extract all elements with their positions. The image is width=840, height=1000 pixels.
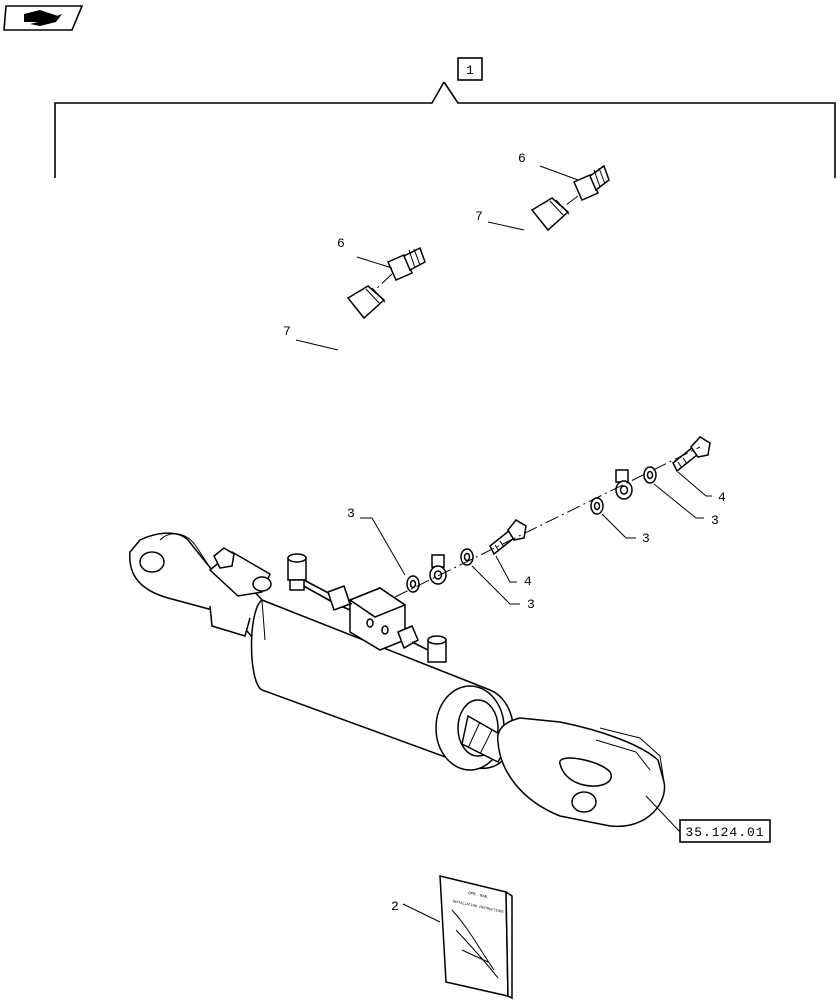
section-navigation-icon[interactable] xyxy=(3,5,84,31)
callout-3-left-a: 3 xyxy=(347,506,355,521)
washer-3-left-b xyxy=(460,548,474,566)
fitting-6-left xyxy=(387,246,426,281)
callout-4-left: 4 xyxy=(524,574,532,589)
callout-3-right-b: 3 xyxy=(711,513,719,528)
callout-6-left: 6 xyxy=(337,236,345,251)
callout-3-right-a: 3 xyxy=(642,531,650,546)
banjo-bolt-4-left xyxy=(489,519,527,556)
reference-35-124-01[interactable]: 35.124.01 xyxy=(679,819,771,843)
assembly-bracket: 1 xyxy=(54,57,836,178)
washer-3-right-a xyxy=(590,497,604,515)
callout-7-left: 7 xyxy=(283,324,291,339)
hydraulic-cylinder xyxy=(129,532,666,827)
reference-label: 35.124.01 xyxy=(685,825,764,840)
callout-7-right: 7 xyxy=(475,209,483,224)
washer-3-right-b xyxy=(643,466,657,484)
assembly-item-number: 1 xyxy=(466,63,474,78)
manual-cover-line1: OPR. MAN. xyxy=(468,892,490,900)
callout-2: 2 xyxy=(391,899,399,914)
fitting-6-right xyxy=(573,164,610,201)
banjo-bolt-4-right xyxy=(672,436,711,473)
hose-7-right xyxy=(519,197,633,500)
washer-3-left-a xyxy=(406,575,420,593)
callout-3-left-b: 3 xyxy=(527,597,535,612)
manual-2: OPR. MAN. INSTALLATION INSTRUCTIONS xyxy=(439,875,513,1000)
callout-4-right: 4 xyxy=(718,490,726,505)
callout-6-right: 6 xyxy=(518,151,526,166)
hose-7-left xyxy=(334,285,447,585)
